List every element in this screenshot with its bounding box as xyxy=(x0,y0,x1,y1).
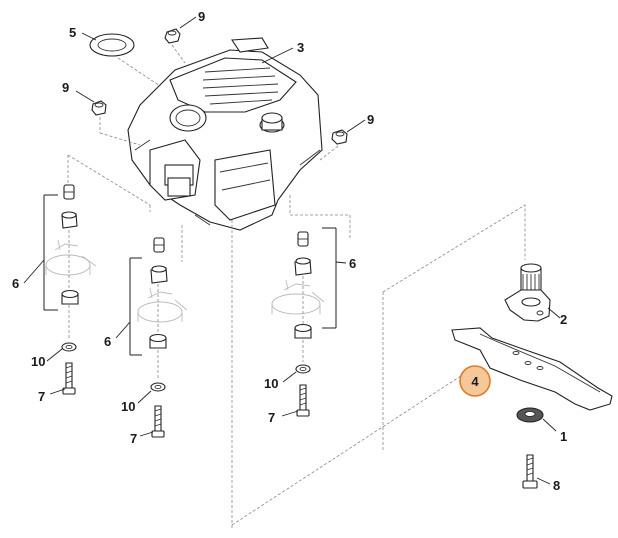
blade-adapter[interactable] xyxy=(504,263,551,322)
engine-assembly[interactable] xyxy=(127,37,323,231)
part-4-callout[interactable]: 4 xyxy=(459,365,491,397)
part-number-7-right: 7 xyxy=(268,410,275,425)
mid-bolt[interactable] xyxy=(151,405,165,438)
part-number-9-left: 9 xyxy=(62,80,69,95)
right-ghost-mount xyxy=(271,279,325,315)
part-number-8: 8 xyxy=(553,478,560,493)
part-number-4: 4 xyxy=(471,374,479,389)
right-bolt-spacer[interactable] xyxy=(294,231,312,339)
left-bolt-spacer[interactable] xyxy=(61,184,79,305)
blade-bolt[interactable] xyxy=(522,454,538,489)
part-number-7-left: 7 xyxy=(38,389,45,404)
left-washer[interactable] xyxy=(61,342,77,352)
part-number-5: 5 xyxy=(69,25,76,40)
nut-left[interactable] xyxy=(91,100,107,116)
right-bolt[interactable] xyxy=(296,384,310,417)
part-number-6-left: 6 xyxy=(12,276,19,291)
part-number-3: 3 xyxy=(297,40,304,55)
part-number-9-right: 9 xyxy=(367,112,374,127)
gasket[interactable] xyxy=(89,33,135,57)
mid-ghost-mount xyxy=(137,287,188,323)
mid-washer[interactable] xyxy=(150,382,166,392)
nut-top[interactable] xyxy=(164,28,181,44)
part-number-6-right: 6 xyxy=(349,256,356,271)
part-number-7-middle: 7 xyxy=(130,431,137,446)
part-number-1: 1 xyxy=(560,429,567,444)
part-number-10-right: 10 xyxy=(264,376,278,391)
nut-right[interactable] xyxy=(331,129,348,145)
mid-bolt-spacer[interactable] xyxy=(149,237,168,349)
left-bolt[interactable] xyxy=(62,362,76,395)
left-ghost-mount xyxy=(45,239,97,276)
mower-blade[interactable] xyxy=(451,327,613,411)
part-number-9-top: 9 xyxy=(198,9,205,24)
blade-washer[interactable] xyxy=(516,407,544,423)
part-number-10-middle: 10 xyxy=(121,399,135,414)
right-washer[interactable] xyxy=(295,364,311,374)
part-number-6-middle: 6 xyxy=(104,334,111,349)
part-number-2: 2 xyxy=(560,312,567,327)
part-number-10-left: 10 xyxy=(31,354,45,369)
